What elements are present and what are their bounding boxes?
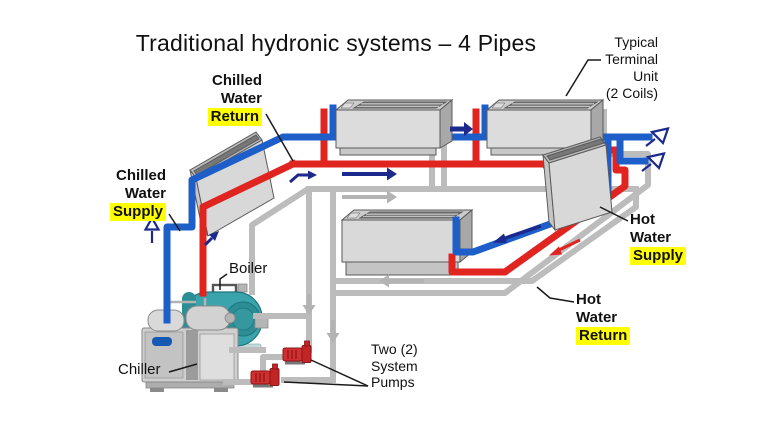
leader-hot-water-supply: [599, 206, 629, 222]
highlight-return: Return: [576, 327, 631, 345]
pump-2: [250, 363, 280, 388]
terminal-unit-right: [542, 136, 613, 232]
chilled-supply-exit-branch: [616, 137, 649, 165]
leader-chiller: [168, 363, 198, 373]
label-boiler: Boiler: [229, 260, 268, 277]
label-chiller: Chiller: [118, 361, 161, 378]
leader-hot-water-return: [536, 286, 575, 303]
terminal-unit-top-1: [334, 98, 454, 156]
flow-arrow-diagonal-blue-icon: [493, 224, 542, 243]
leader-pump-2: [283, 381, 369, 387]
highlight-supply: Supply: [630, 247, 687, 265]
terminal-unit-center: [340, 208, 474, 276]
flow-arrow-outline-icon: [143, 127, 670, 243]
page-title: Traditional hydronic systems – 4 Pipes: [135, 30, 537, 56]
flow-arrow-right-icon: [342, 122, 473, 181]
leader-lines: [168, 59, 629, 387]
label-chilled-water-supply: Chilled Water Supply: [64, 167, 166, 221]
pump-1: [282, 340, 312, 365]
highlight-return: Return: [207, 108, 262, 126]
label-hot-water-return: Hot Water Return: [576, 291, 631, 345]
label-chilled-water-return: Chilled Water Return: [160, 72, 262, 126]
leader-typical-terminal-unit: [565, 59, 601, 97]
flow-arrow-up-small-icon: [203, 231, 219, 247]
label-system-pumps: Two (2) System Pumps: [371, 341, 418, 390]
flow-arrows: [143, 122, 670, 343]
leader-chilled-water-supply: [168, 213, 181, 232]
flow-arrow-bend-icon: [289, 170, 317, 184]
highlight-supply: Supply: [109, 203, 166, 221]
chiller-logo: [152, 337, 172, 346]
label-typical-terminal-unit: Typical Terminal Unit (2 Coils): [605, 34, 658, 101]
leader-chilled-water-return: [265, 113, 294, 162]
hot-supply-riser: [199, 159, 298, 297]
leader-boiler: [219, 273, 228, 290]
label-hot-water-supply: Hot Water Supply: [630, 211, 687, 265]
flow-arrow-gray-icon: [302, 190, 424, 343]
hot-return-right-wall: [330, 186, 639, 284]
terminal-unit-top-2: [485, 98, 605, 156]
leader-pump-1: [310, 359, 369, 387]
return-main-run: [249, 186, 639, 295]
chiller: [141, 298, 239, 392]
flow-arrow-diagonal-red-icon: [549, 238, 581, 256]
